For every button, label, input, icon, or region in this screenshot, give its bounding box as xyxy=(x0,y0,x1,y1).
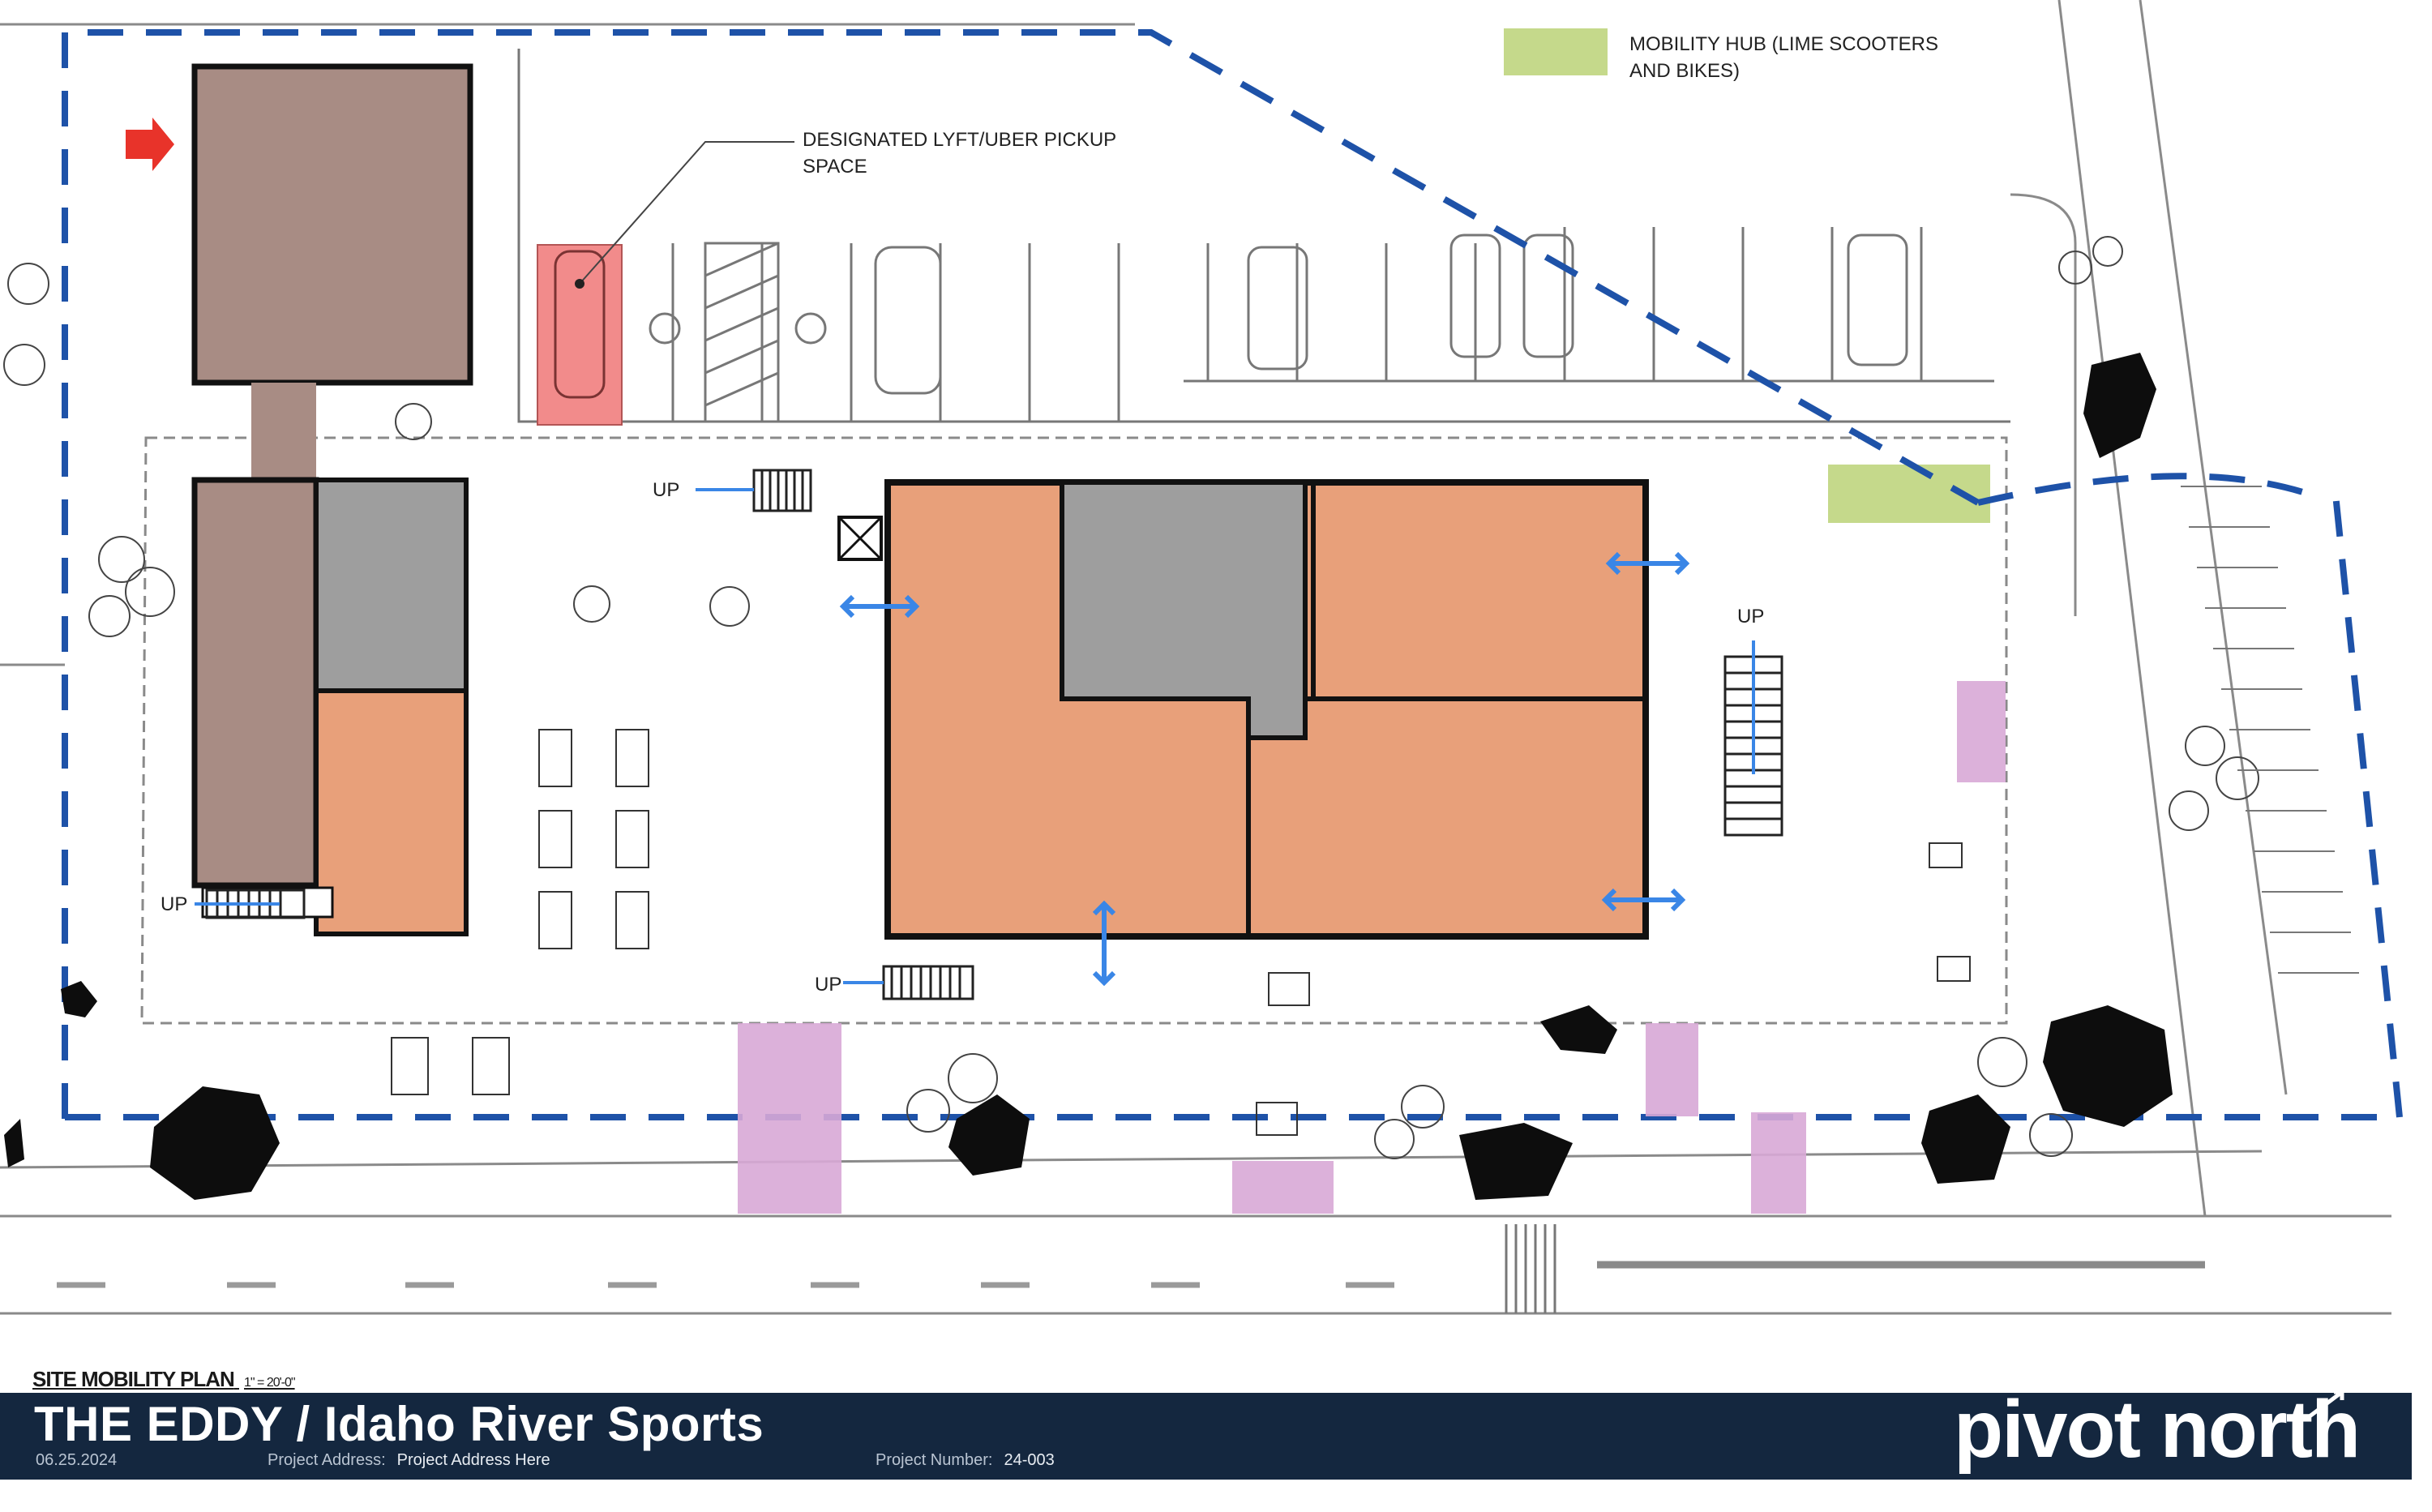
sheet-scale: 1" = 20'-0" xyxy=(244,1376,296,1390)
car-outline xyxy=(554,250,606,399)
tree-canopy xyxy=(4,353,2173,1200)
accessible-parking-icon xyxy=(649,312,827,345)
pickup-label: SPACE xyxy=(803,156,867,178)
project-number: Project Number: 24-003 xyxy=(876,1451,1055,1470)
bike-parking-zone xyxy=(738,681,2006,1214)
building-perimeter xyxy=(140,436,2008,1025)
sheet-title: SITE MOBILITY PLAN xyxy=(32,1367,235,1391)
access-arrow-icon xyxy=(839,551,1690,987)
project-address: Project Address: Project Address Here xyxy=(268,1451,550,1470)
existing-building xyxy=(191,63,473,936)
mobility-hub-label: MOBILITY HUB (LIME SCOOTERS xyxy=(1629,33,1938,55)
new-building xyxy=(837,479,1649,940)
project-title: THE EDDY / Idaho River Sports xyxy=(34,1397,764,1451)
address-value: Project Address Here xyxy=(396,1451,550,1469)
brand-logo: pivot north xyxy=(1954,1384,2361,1475)
accessible-stall-hatch xyxy=(704,242,780,423)
pickup-leader xyxy=(579,141,794,285)
pickup-label: DESIGNATED LYFT/UBER PICKUP xyxy=(803,129,1116,151)
parking-lot xyxy=(517,49,2010,423)
title-block xyxy=(0,1393,2412,1480)
legend-swatch xyxy=(1504,28,1608,75)
number-label: Project Number: xyxy=(876,1451,993,1469)
stair-up-label: UP xyxy=(161,893,187,915)
address-label: Project Address: xyxy=(268,1451,386,1469)
stair-up-label: UP xyxy=(1737,606,1764,628)
landscape-outlines xyxy=(3,236,2259,1159)
crosswalk-ramp xyxy=(2181,486,2359,974)
site-furniture xyxy=(391,729,1971,1136)
project-date: 06.25.2024 xyxy=(36,1451,118,1469)
crosswalk xyxy=(1505,1224,1556,1313)
number-value: 24-003 xyxy=(1004,1451,1055,1469)
stair-direction-icon xyxy=(195,488,1755,984)
rideshare-pickup-zone xyxy=(537,244,623,426)
sheet-name: SITE MOBILITY PLAN 1" = 20'-0" xyxy=(32,1367,296,1392)
stair-up-label: UP xyxy=(653,479,679,501)
mobility-hub-label: AND BIKES) xyxy=(1629,60,1740,82)
brand-mark-icon xyxy=(2308,1390,2344,1418)
property-line xyxy=(62,29,2404,1120)
stair-up-label: UP xyxy=(815,974,841,996)
entry-arrow-icon xyxy=(126,118,174,171)
